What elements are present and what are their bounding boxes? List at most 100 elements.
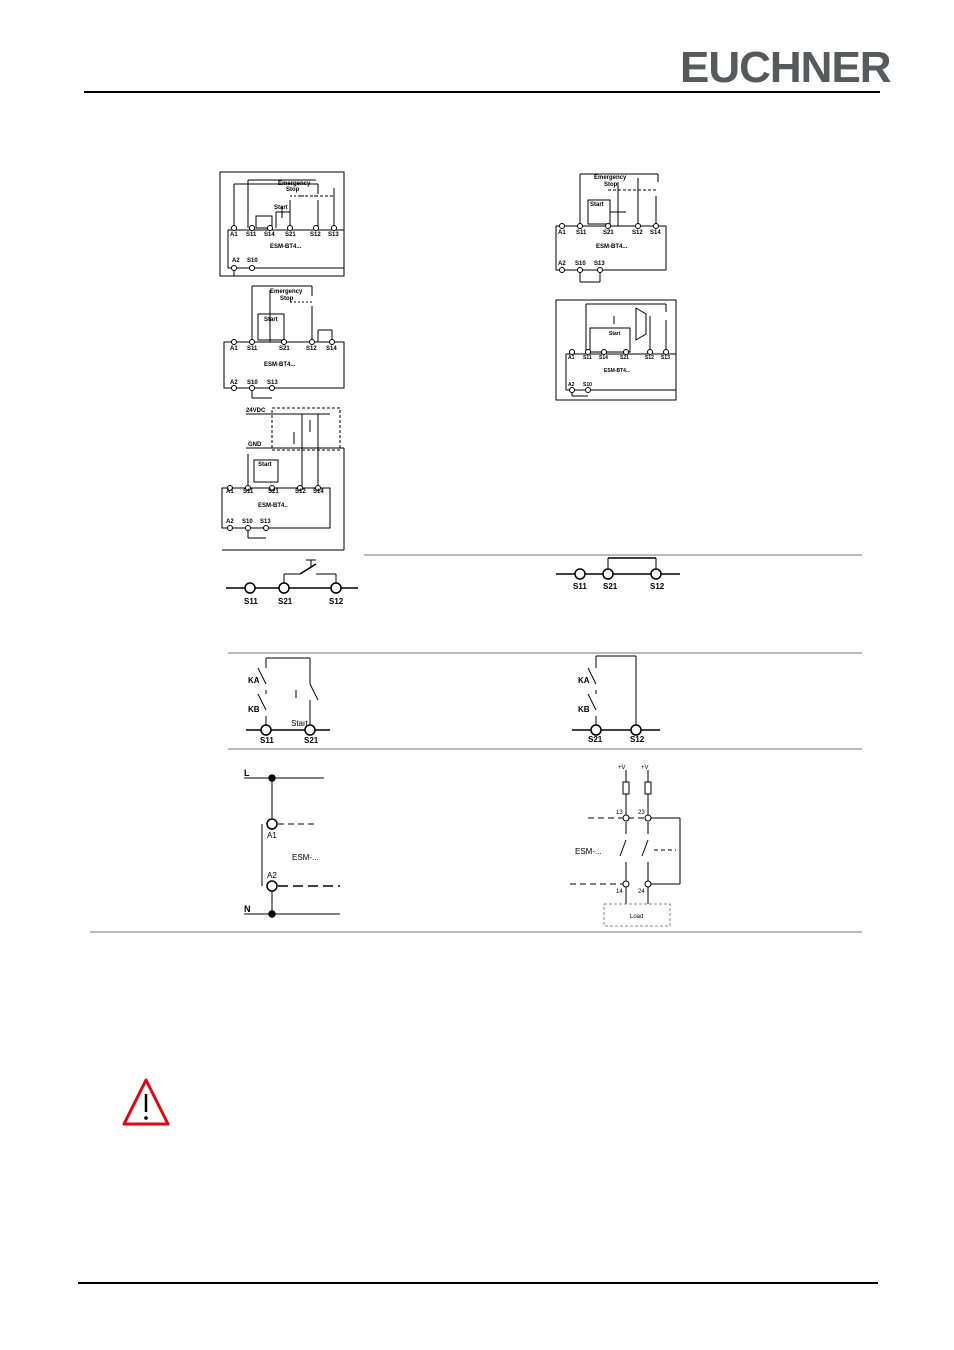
output-contacts-diagram xyxy=(570,770,681,927)
label-s14: S14 xyxy=(313,489,324,495)
label-start: Start xyxy=(274,205,288,211)
label-14: 14 xyxy=(616,889,623,895)
euchner-logo: EUCHNER xyxy=(680,43,892,92)
label-s11: S11 xyxy=(573,582,587,591)
label-s12: S12 xyxy=(630,735,645,744)
label-s21: S21 xyxy=(279,346,290,352)
label-s14: S14 xyxy=(326,346,337,352)
label-a1: A1 xyxy=(267,831,277,840)
label-24vdc: 24VDC xyxy=(246,408,266,414)
label-s14: S14 xyxy=(599,355,608,361)
label-a1: A1 xyxy=(558,230,566,236)
label-s11: S11 xyxy=(576,230,587,236)
label-s11: S11 xyxy=(583,355,592,361)
label-device: ESM-BT4... xyxy=(604,368,631,374)
label-s11: S11 xyxy=(243,489,254,495)
label-s21: S21 xyxy=(278,597,293,606)
label-device: ESM-BT4... xyxy=(270,244,302,250)
label-start: Start xyxy=(258,462,272,468)
warning-triangle-icon xyxy=(122,1078,170,1126)
wiring-diagram-2 xyxy=(555,173,667,283)
label-s10: S10 xyxy=(247,380,258,386)
label-s11: S11 xyxy=(246,232,257,238)
wiring-diagram-5 xyxy=(221,407,345,551)
wiring-diagram-1 xyxy=(219,171,345,277)
label-s11: S11 xyxy=(247,346,258,352)
label-s13: S13 xyxy=(267,380,278,386)
label-n: N xyxy=(244,904,251,914)
automatic-start-bridge xyxy=(556,557,680,575)
label-23: 23 xyxy=(638,810,645,816)
label-13: 13 xyxy=(616,810,623,816)
label-s12: S12 xyxy=(295,489,306,495)
label-ka: KA xyxy=(578,676,590,685)
label-s12: S12 xyxy=(310,232,321,238)
label-start: Start xyxy=(264,317,278,323)
label-s12: S12 xyxy=(329,597,344,606)
label-s13: S13 xyxy=(661,355,670,361)
power-supply-diagram xyxy=(244,777,340,915)
label-s21: S21 xyxy=(285,232,296,238)
label-esm: ESM-... xyxy=(292,853,319,862)
label-emergency-stop-2: Stop xyxy=(604,182,618,188)
label-s12: S12 xyxy=(306,346,317,352)
label-s12: S12 xyxy=(645,355,654,361)
label-s10: S10 xyxy=(242,519,253,525)
label-s10: S10 xyxy=(247,258,258,264)
label-s14: S14 xyxy=(650,230,661,236)
label-s10: S10 xyxy=(583,382,592,388)
label-gnd: GND xyxy=(248,442,262,448)
label-load: Load xyxy=(630,914,643,920)
label-device: ESM-BT4... xyxy=(596,244,628,250)
label-emergency-stop-2: Stop xyxy=(286,187,300,193)
label-a2: A2 xyxy=(558,261,566,267)
label-a2: A2 xyxy=(226,519,234,525)
label-a2: A2 xyxy=(267,871,277,880)
label-emergency-stop: Emergency xyxy=(594,175,627,181)
label-start: Start xyxy=(590,202,604,208)
label-s13: S13 xyxy=(328,232,339,238)
label-emergency-stop-2: Stop xyxy=(280,296,294,302)
label-ka: KA xyxy=(248,676,260,685)
label-kb: KB xyxy=(248,705,260,714)
label-a1: A1 xyxy=(230,232,238,238)
label-s10: S10 xyxy=(575,261,586,267)
label-s11: S11 xyxy=(260,736,274,745)
label-s21: S21 xyxy=(620,355,629,361)
label-esm: ESM-... xyxy=(575,847,602,856)
feedback-loop-automatic xyxy=(572,655,660,731)
label-s12: S12 xyxy=(650,582,665,591)
header-rule xyxy=(84,91,880,93)
footer-rule xyxy=(78,1282,878,1284)
label-start: Start xyxy=(609,331,621,337)
label-a2: A2 xyxy=(230,380,238,386)
label-start: Start xyxy=(291,719,309,728)
label-plus-v: +V xyxy=(641,765,649,771)
label-24: 24 xyxy=(638,889,645,895)
label-s21: S21 xyxy=(603,582,618,591)
label-a1: A1 xyxy=(568,355,575,361)
label-a2: A2 xyxy=(232,258,240,264)
label-s21: S21 xyxy=(603,230,614,236)
feedback-loop-start xyxy=(246,657,330,731)
wiring-diagram-4 xyxy=(555,299,677,401)
label-a1: A1 xyxy=(230,346,238,352)
label-s14: S14 xyxy=(264,232,275,238)
label-l: L xyxy=(244,768,250,778)
label-s12: S12 xyxy=(632,230,643,236)
label-plus-v: +V xyxy=(618,765,626,771)
label-a2: A2 xyxy=(568,382,575,388)
label-s13: S13 xyxy=(260,519,271,525)
label-device: ESM-BT4.. xyxy=(258,503,288,509)
label-s21: S21 xyxy=(304,736,319,745)
label-emergency-stop: Emergency xyxy=(278,181,311,187)
label-s11: S11 xyxy=(244,597,258,606)
label-device: ESM-BT4... xyxy=(264,362,296,368)
label-s13: S13 xyxy=(594,261,605,267)
label-s21: S21 xyxy=(588,735,603,744)
label-emergency-stop: Emergency xyxy=(270,289,303,295)
label-s21: S21 xyxy=(268,489,279,495)
label-kb: KB xyxy=(578,705,590,714)
label-a1: A1 xyxy=(226,489,234,495)
